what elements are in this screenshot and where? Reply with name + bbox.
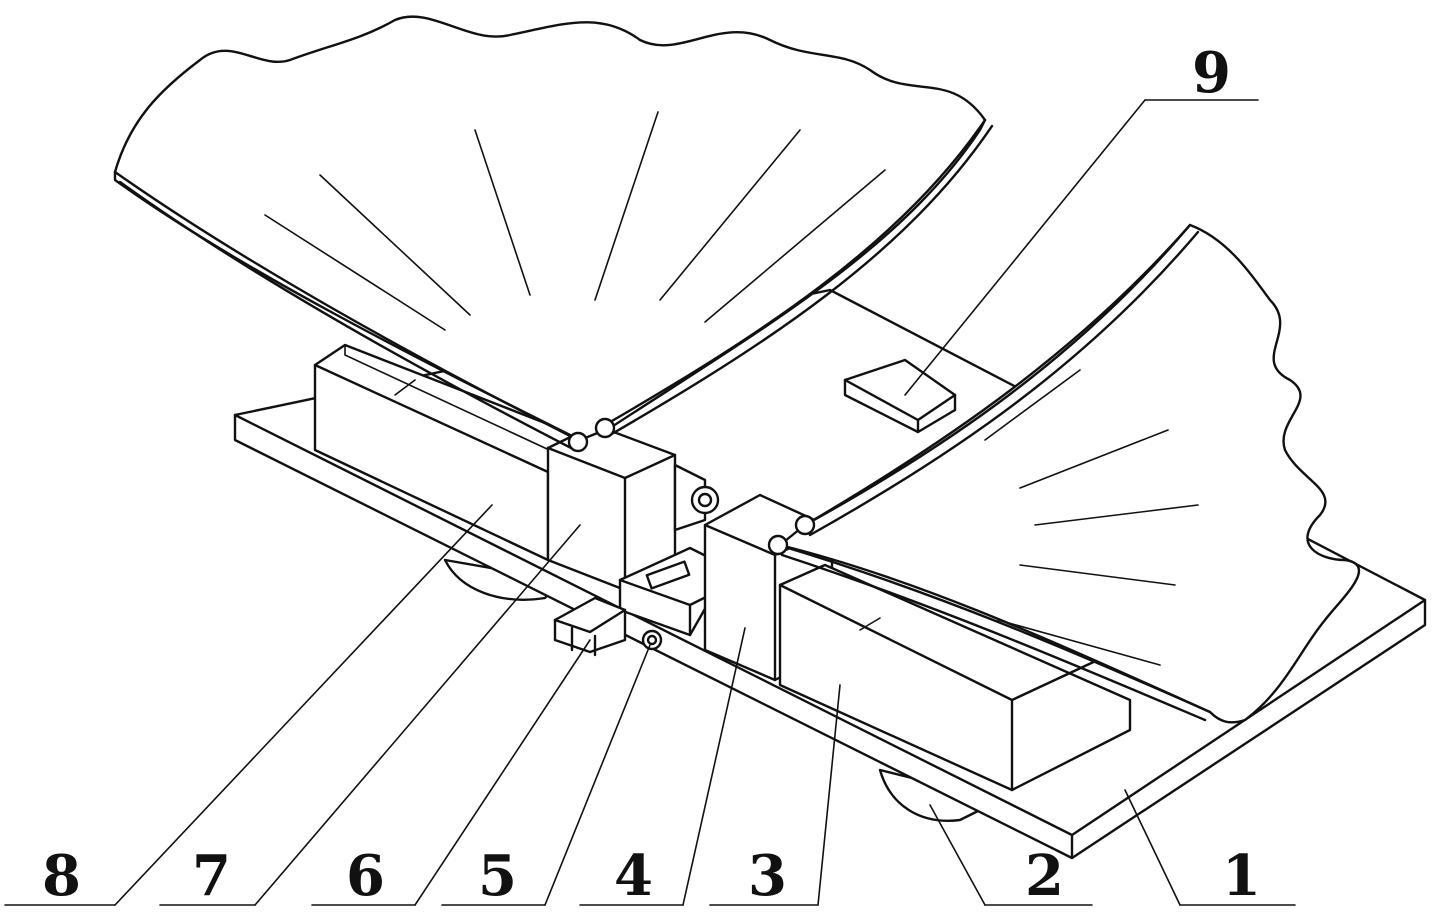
label-7: 7 <box>192 843 231 909</box>
label-2: 2 <box>1025 843 1064 909</box>
label-8: 8 <box>42 843 81 909</box>
label-6: 6 <box>346 843 385 909</box>
label-9: 9 <box>1192 40 1231 106</box>
label-3: 3 <box>748 843 787 909</box>
label-5: 5 <box>478 843 517 909</box>
label-4: 4 <box>614 843 653 909</box>
label-1: 1 <box>1222 843 1261 909</box>
